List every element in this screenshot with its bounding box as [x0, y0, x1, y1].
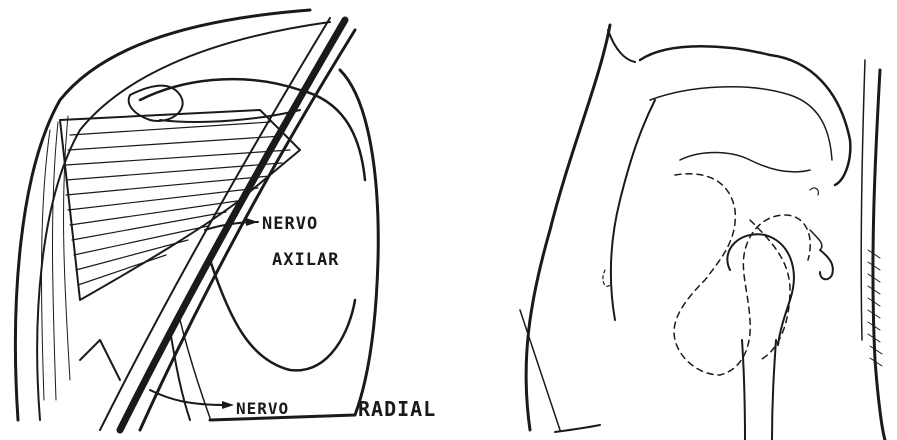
radial-nerve-label-line1: NERVO: [236, 399, 289, 418]
humeral-head-illustration: [490, 0, 897, 440]
detail-mark-2: [810, 188, 818, 195]
shoulder-nerve-illustration: NERVO AXILAR NERVO RADIAL: [0, 0, 490, 440]
scapula-inner-line: [680, 153, 810, 172]
scapula-inner-curve: [210, 260, 355, 370]
bottom-scribble: [555, 425, 600, 432]
nerve-trunk-2: [140, 30, 355, 430]
body-outline-right-inner: [861, 60, 865, 340]
axillary-arrowhead: [246, 218, 258, 226]
humeral-head-drawing: [490, 0, 897, 440]
acromion-inner: [650, 87, 832, 160]
body-outline-top: [608, 30, 635, 62]
radial-nerve-label-line2: RADIAL: [358, 397, 436, 421]
radial-nerve-branch-1: [150, 390, 225, 405]
scapula-neck: [611, 100, 655, 320]
coracoid-process: [820, 250, 833, 279]
scapula-outline: [210, 70, 378, 420]
radial-arrowhead: [222, 401, 234, 409]
body-outline-left: [526, 25, 610, 430]
arm-lower-edge: [80, 340, 120, 380]
axillary-nerve-label-line2: AXILAR: [272, 250, 339, 270]
muscle-striations: [66, 122, 290, 285]
muscle-block-outline: [60, 110, 300, 300]
coracoid-base: [810, 230, 822, 250]
shoulder-nerve-drawing: [0, 0, 490, 440]
humeral-shaft-right: [772, 340, 776, 440]
detail-mark-1: [603, 270, 610, 286]
glenoid-dashed: [750, 220, 790, 360]
axillary-nerve-label-line1: NERVO: [262, 214, 318, 234]
